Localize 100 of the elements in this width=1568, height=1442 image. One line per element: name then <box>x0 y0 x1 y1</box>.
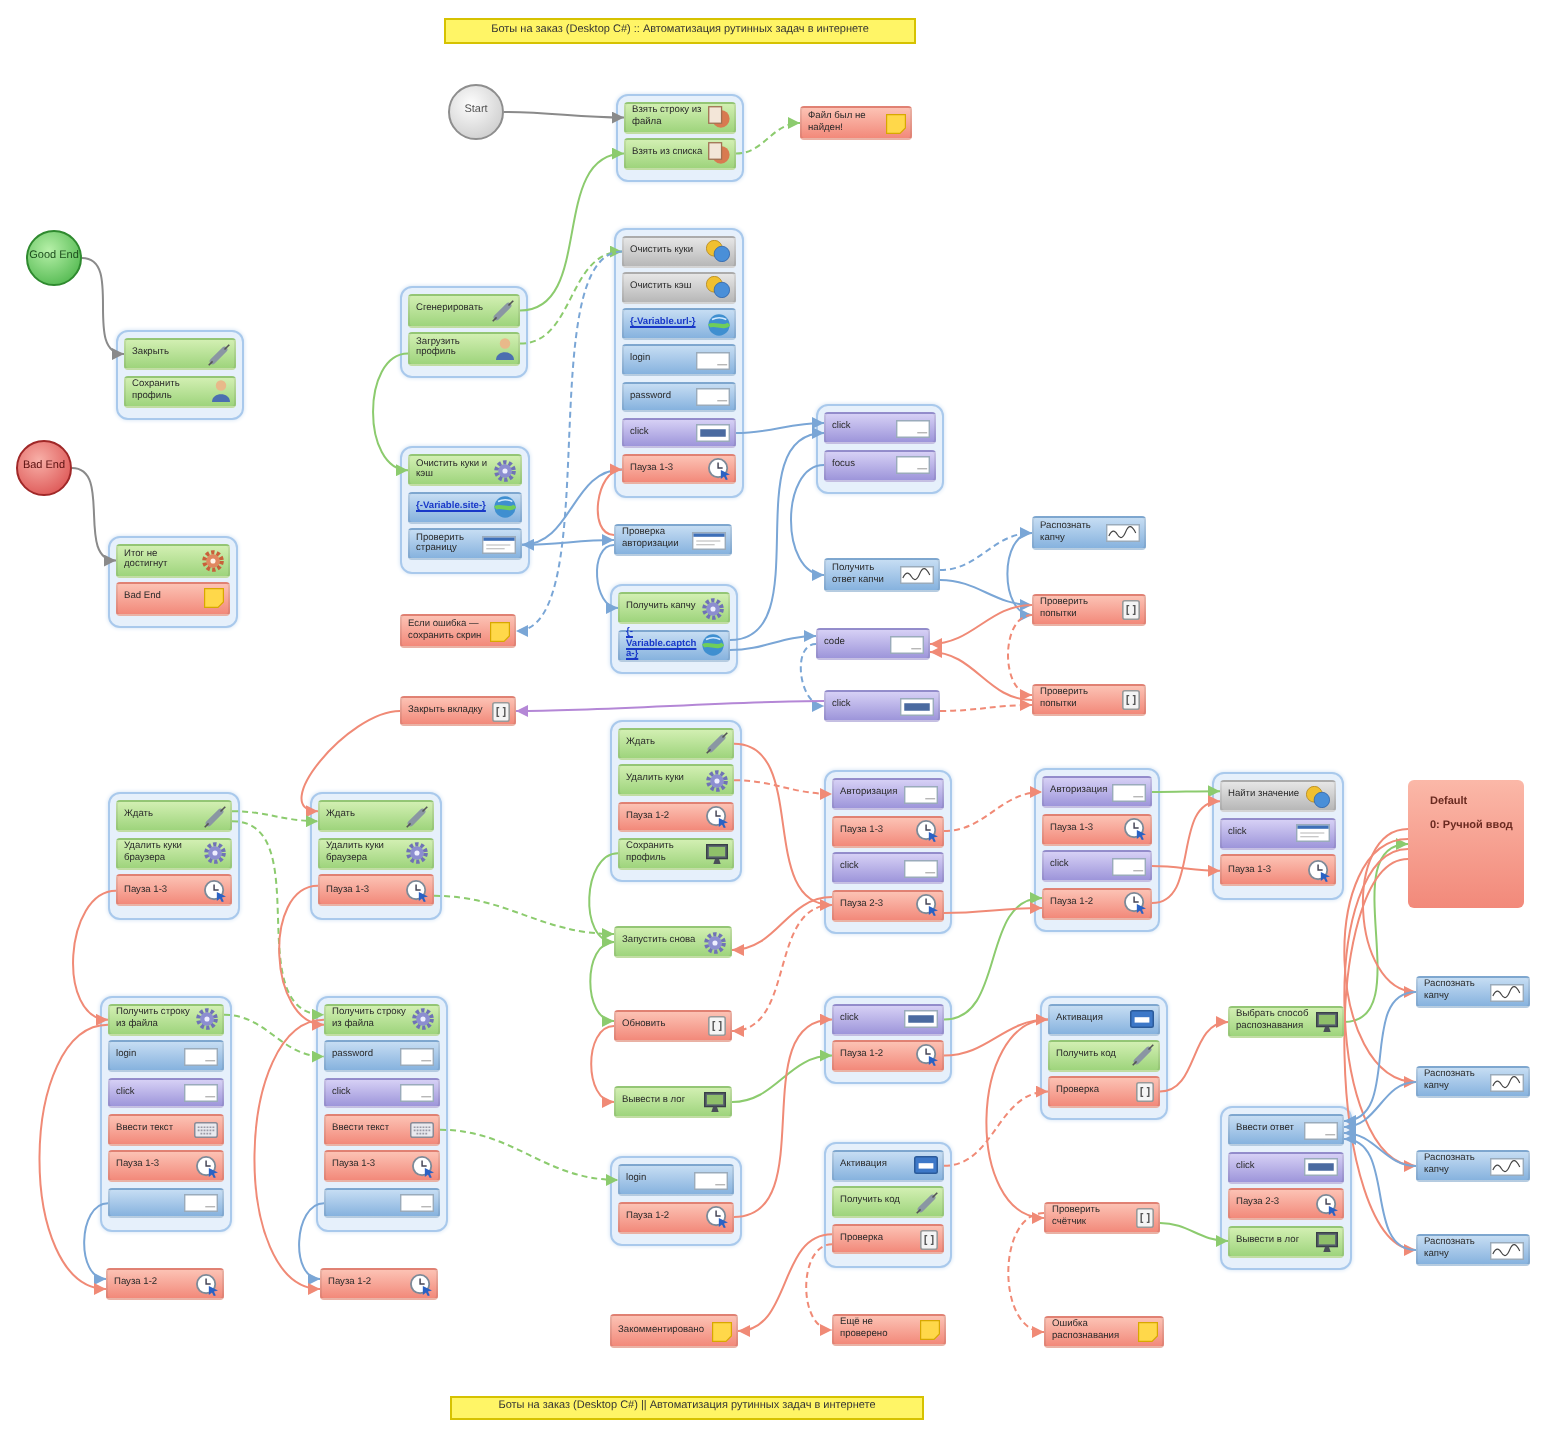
connector-arrow <box>231 810 319 827</box>
connector-arrow <box>733 742 833 909</box>
action-block <box>1228 1151 1344 1183</box>
action-block <box>618 592 730 624</box>
group-panel <box>100 996 232 1232</box>
action-block <box>124 375 236 407</box>
connector-arrow <box>729 630 817 651</box>
connector-arrow <box>1007 1212 1045 1336</box>
action-block <box>400 696 516 726</box>
connector-arrow <box>1343 840 1409 1023</box>
connector-arrow <box>1343 1081 1417 1132</box>
action-block <box>324 1150 440 1183</box>
action-block <box>832 1223 944 1255</box>
connector-arrow <box>300 710 401 815</box>
action-block <box>1042 813 1152 845</box>
connector-arrow <box>929 604 1033 650</box>
action-block <box>116 582 230 615</box>
connector-arrow <box>298 1202 325 1283</box>
action-block <box>1416 1066 1530 1098</box>
action-block <box>324 1187 440 1219</box>
action-block <box>618 1164 734 1196</box>
action-block <box>832 815 944 847</box>
action-block <box>320 1268 438 1300</box>
group-panel <box>108 792 240 920</box>
action-block <box>116 800 232 833</box>
connector-arrow <box>731 896 833 955</box>
group-panel <box>108 536 238 628</box>
group-panel <box>610 720 742 882</box>
action-block <box>324 1004 440 1036</box>
action-block <box>832 778 944 810</box>
connector-arrow <box>589 941 615 1025</box>
action-block <box>1220 854 1336 887</box>
note-box <box>444 18 916 44</box>
connector-arrow <box>943 1087 1049 1167</box>
action-block <box>622 381 736 413</box>
action-block <box>408 528 522 561</box>
action-block <box>1416 1234 1530 1266</box>
connector-arrow <box>1159 1017 1229 1093</box>
connector-arrow <box>939 527 1033 571</box>
connector-arrow <box>1343 1128 1417 1167</box>
connector-arrow <box>985 1018 1049 1222</box>
connector-arrow <box>519 247 623 345</box>
action-block <box>618 1201 734 1233</box>
connector-arrow <box>253 1018 325 1292</box>
action-block <box>824 449 936 481</box>
action-block <box>824 412 936 444</box>
switch-block <box>1408 780 1524 908</box>
action-block <box>832 1314 946 1346</box>
action-block <box>408 332 520 365</box>
action-block <box>108 1114 224 1146</box>
action-block <box>1228 1225 1344 1257</box>
action-block <box>618 629 730 661</box>
action-block <box>1048 1004 1160 1035</box>
action-block <box>324 1114 440 1146</box>
action-block <box>824 558 940 592</box>
action-block <box>408 454 522 487</box>
action-block <box>1228 1006 1344 1038</box>
action-block <box>108 1040 224 1073</box>
action-block <box>106 1268 224 1300</box>
group-panel <box>614 228 744 498</box>
connector-arrow <box>805 1243 833 1334</box>
action-block <box>116 837 232 870</box>
connector-arrow <box>515 250 623 633</box>
connector-arrow <box>729 429 825 641</box>
connector-arrow <box>939 699 1033 712</box>
action-block <box>1042 887 1152 919</box>
action-block <box>116 544 230 577</box>
action-block <box>832 1186 944 1219</box>
connector-arrow <box>1159 1222 1229 1247</box>
action-block <box>832 852 944 884</box>
action-block <box>622 344 736 377</box>
connector-arrow <box>83 1202 109 1283</box>
action-block <box>624 138 736 169</box>
end-circle <box>26 230 82 286</box>
action-block <box>622 236 736 268</box>
group-panel <box>610 1156 742 1246</box>
group-panel <box>824 1142 952 1268</box>
connector-arrow <box>588 852 619 946</box>
action-block <box>816 628 930 660</box>
connector-arrow <box>1343 858 1417 1252</box>
action-block <box>832 1004 944 1035</box>
start-circle <box>448 84 504 140</box>
action-block <box>108 1077 224 1109</box>
connector-arrow <box>1343 1135 1417 1251</box>
action-block <box>622 453 736 485</box>
connector-arrow <box>735 417 825 434</box>
connector-arrow <box>372 352 409 474</box>
connector-arrow <box>231 820 325 1019</box>
connector-arrow <box>71 467 117 564</box>
connector-arrow <box>1151 785 1221 798</box>
note-box <box>450 1396 924 1420</box>
action-block <box>408 491 522 524</box>
action-block <box>400 614 516 648</box>
action-block <box>618 801 734 833</box>
connector-arrow <box>1151 864 1221 877</box>
action-block <box>824 690 940 722</box>
action-block <box>1220 817 1336 850</box>
connector-arrow <box>731 904 833 1035</box>
action-block <box>622 417 736 449</box>
connector-arrow <box>943 786 1043 832</box>
